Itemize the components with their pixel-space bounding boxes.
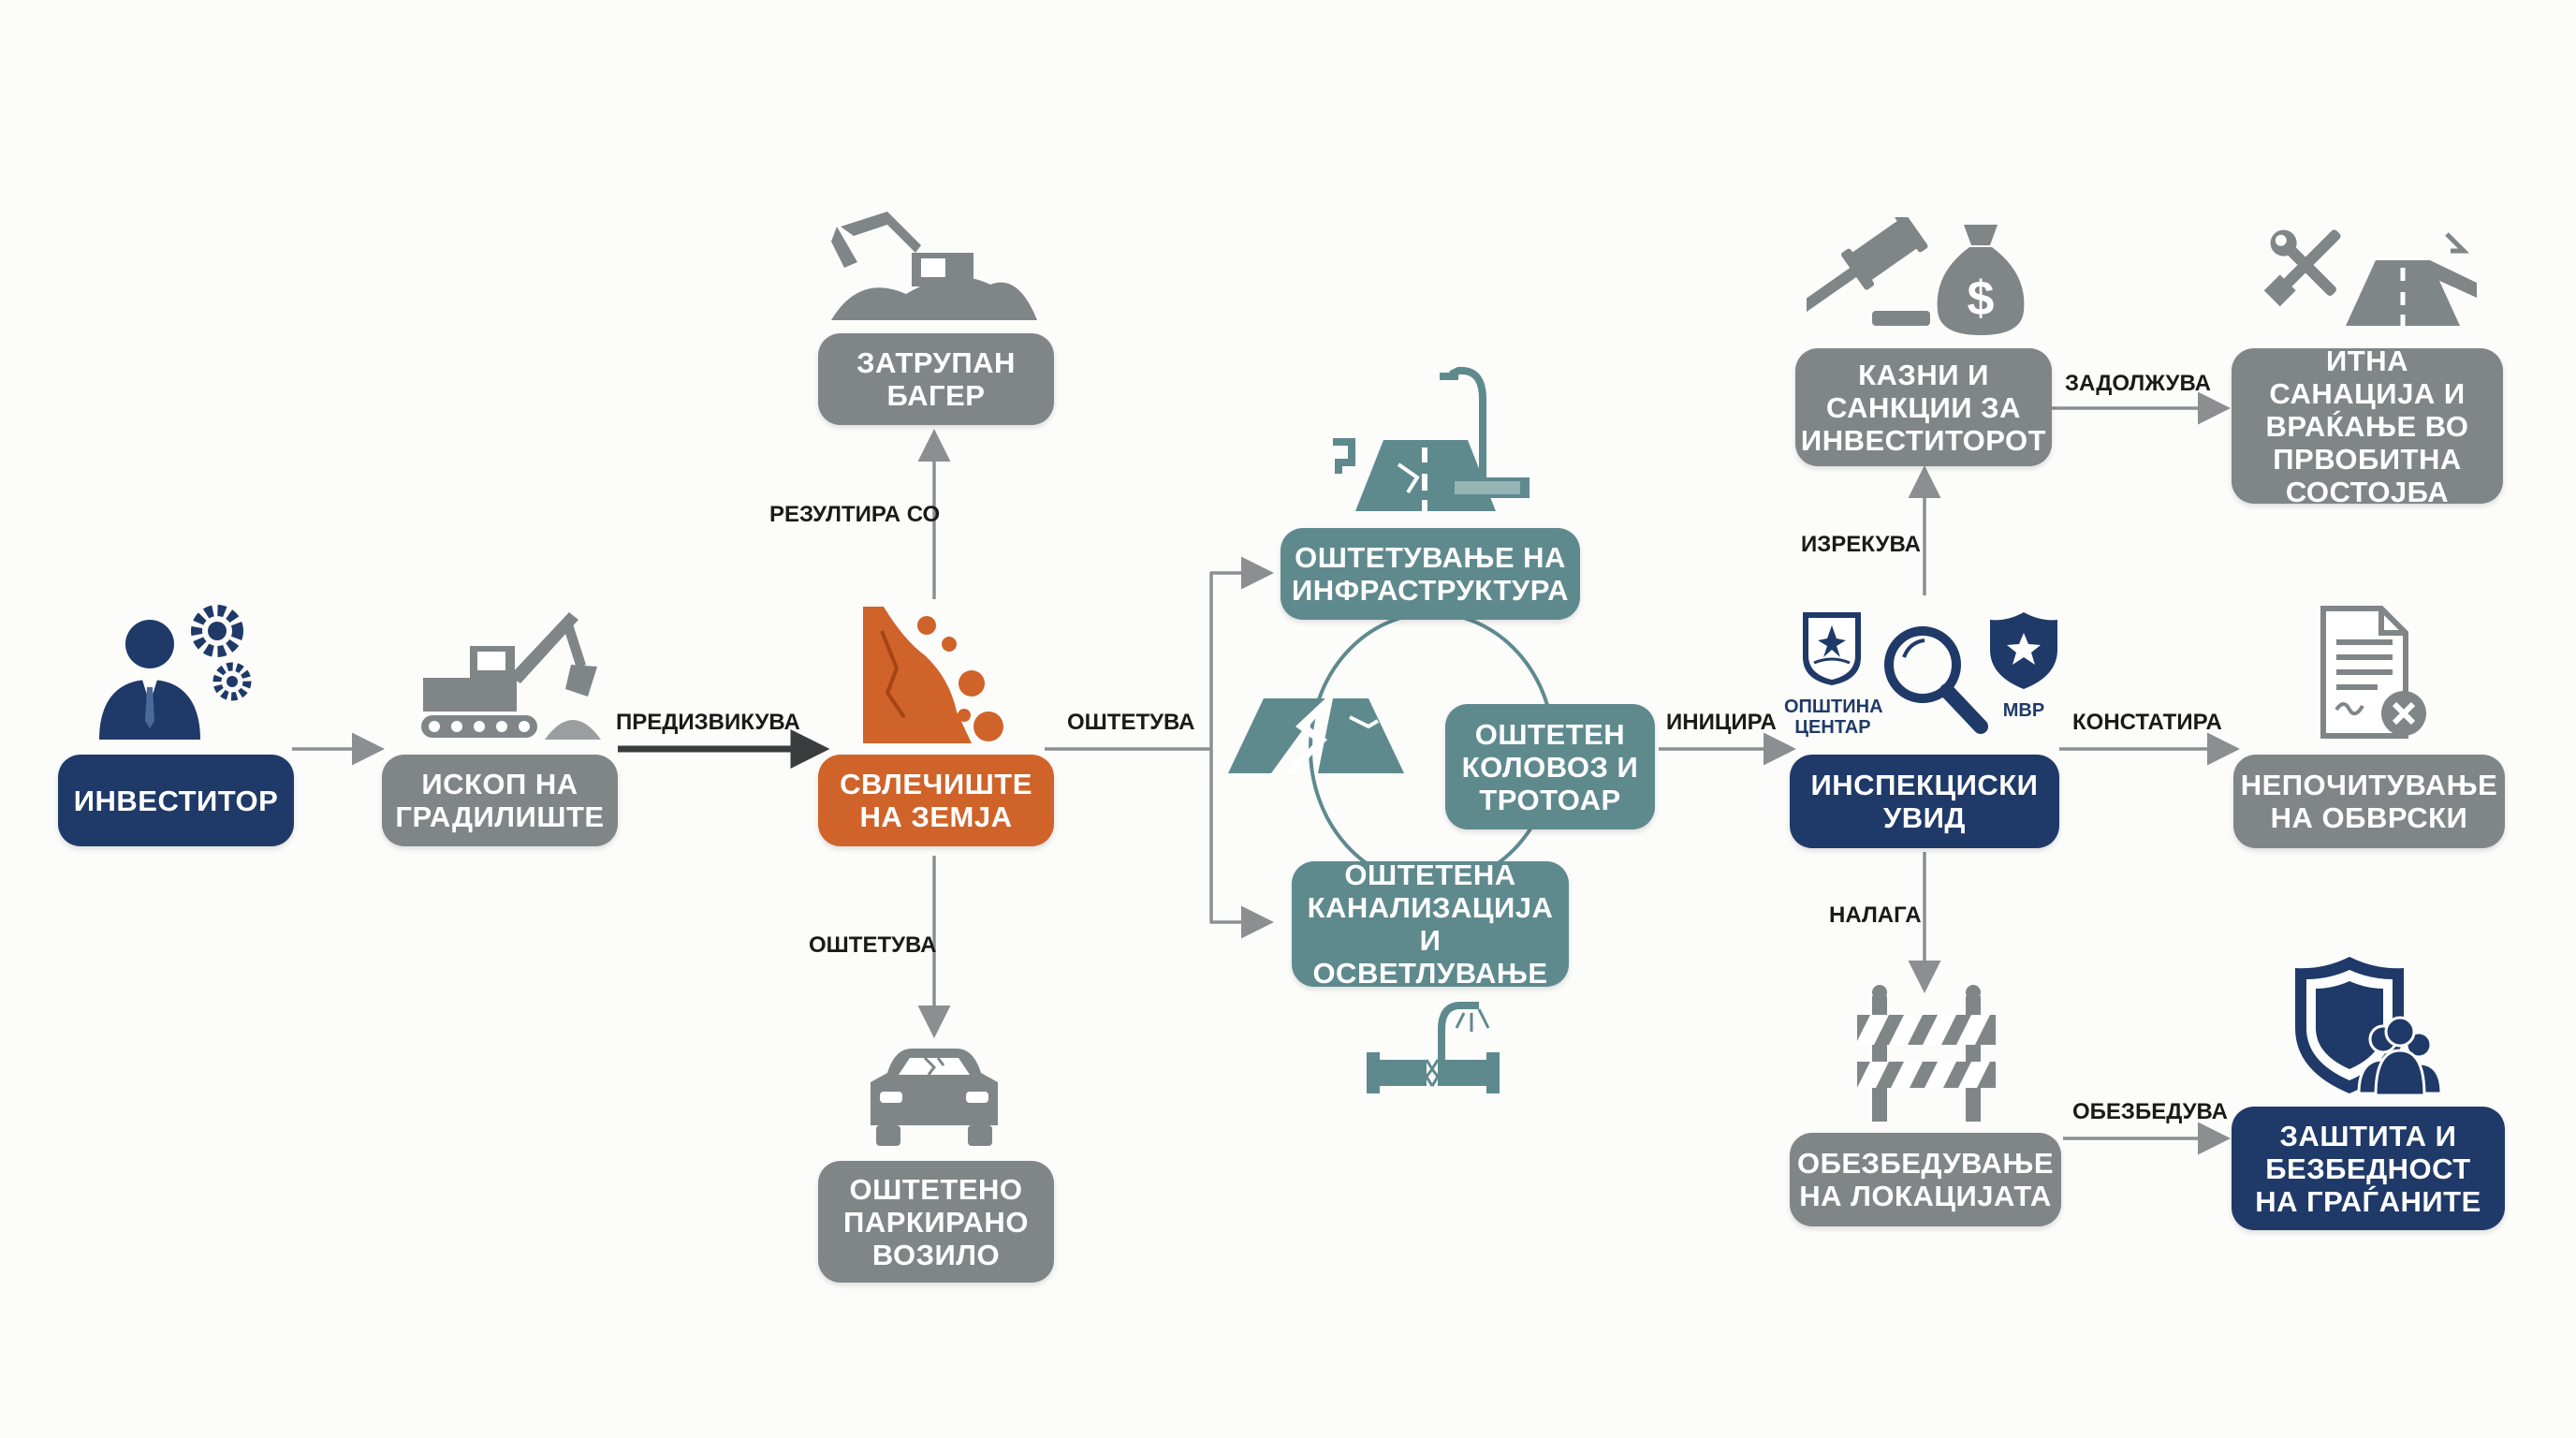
node-buried-excavator: ЗАТРУПАН БАГЕР (818, 333, 1054, 425)
node-inspection: ИНСПЕКЦИСКИ УВИД (1790, 755, 2059, 848)
money-bag-icon: $ (1937, 225, 2025, 335)
cracked-road-icon (1228, 698, 1404, 773)
magnifier-icon (1884, 626, 1988, 734)
edge-label-causes: ПРЕДИЗВИКУВА (616, 710, 800, 735)
node-landslide-label: СВЛЕЧИШТЕ НА ЗЕМЈА (840, 768, 1032, 833)
buried-excavator-icon (831, 212, 1037, 320)
edge-label-obliges: ЗАДОЛЖУВА (2065, 371, 2211, 396)
node-damaged-vehicle-label: ОШТЕТЕНО ПАРКИРАНО ВОЗИЛО (843, 1172, 1029, 1271)
node-securing: ОБЕЗБЕДУВАЊЕ НА ЛОКАЦИЈАТА (1790, 1133, 2061, 1226)
node-fines-label: КАЗНИ И САНКЦИИ ЗА ИНВЕСТИТОРОТ (1800, 358, 2047, 457)
node-inspection-label: ИНСПЕКЦИСКИ УВИД (1810, 769, 2039, 834)
road-streetlight-pipe-icon (1333, 366, 1530, 511)
node-excavation-label: ИСКОП НА ГРАДИЛИШТЕ (395, 768, 605, 833)
police-badge-icon (1990, 612, 2057, 689)
node-landslide: СВЛЕЧИШТЕ НА ЗЕМЈА (818, 755, 1054, 846)
barrier-icon (1855, 985, 1996, 1122)
arrow-branch-up (1209, 556, 1274, 749)
arrow-branch-down (1209, 749, 1274, 939)
node-infrastructure-damage: ОШТЕТУВАЊЕ НА ИНФРАСТРУКТУРА (1281, 528, 1580, 620)
node-infrastructure-damage-label: ОШТЕТУВАЊЕ НА ИНФРАСТРУКТУРА (1291, 541, 1570, 607)
node-fines: КАЗНИ И САНКЦИИ ЗА ИНВЕСТИТОРОТ (1795, 348, 2052, 466)
node-damaged-road: ОШТЕТЕН КОЛОВОЗ И ТРОТОАР (1445, 704, 1655, 829)
edge-label-results-in: РЕЗУЛТИРА СО (769, 502, 941, 527)
edge-label-secures: ОБЕЗБЕДУВА (2072, 1099, 2229, 1124)
edge-label-imposes: ИЗРЕКУВА (1801, 532, 1921, 557)
node-buried-excavator-label: ЗАТРУПАН БАГЕР (856, 346, 1016, 412)
node-protection: ЗАШТИТА И БЕЗБЕДНОСТ НА ГРАЃАНИТЕ (2232, 1107, 2505, 1230)
node-securing-label: ОБЕЗБЕДУВАЊЕ НА ЛОКАЦИЈАТА (1796, 1147, 2055, 1212)
node-damaged-road-label: ОШТЕТЕН КОЛОВОЗ И ТРОТОАР (1461, 717, 1639, 816)
edge-label-damages-down: ОШТЕТУВА (809, 932, 937, 958)
node-excavation: ИСКОП НА ГРАДИЛИШТЕ (382, 755, 618, 846)
shield-people-icon (2295, 957, 2443, 1097)
edge-label-orders: НАЛАГА (1829, 902, 1922, 928)
edge-label-damages-right: ОШТЕТУВА (1067, 710, 1195, 735)
edge-label-initiates: ИНИЦИРА (1666, 710, 1777, 735)
gavel-icon (1807, 217, 1930, 326)
svg-text:$: $ (1968, 271, 1995, 326)
edge-label-finds: КОНСТАТИРА (2072, 710, 2222, 735)
broken-pipe-icon (1367, 1002, 1500, 1093)
node-investor-label: ИНВЕСТИТОР (73, 784, 279, 817)
excavator-icon (421, 612, 601, 740)
document-x-icon (2320, 606, 2426, 739)
municipality-caption: ОПШТИНА ЦЕНТАР (1784, 697, 1883, 738)
node-damaged-vehicle: ОШТЕТЕНО ПАРКИРАНО ВОЗИЛО (818, 1161, 1054, 1283)
node-noncompliance: НЕПОЧИТУВАЊЕ НА ОБВРСКИ (2233, 755, 2505, 848)
landslide-rocks-icon (863, 607, 1003, 743)
node-investor: ИНВЕСТИТОР (58, 755, 294, 846)
node-rehab: ИТНА САНАЦИЈА И ВРАЌАЊЕ ВО ПРВОБИТНА СОС… (2232, 345, 2503, 508)
node-protection-label: ЗАШТИТА И БЕЗБЕДНОСТ НА ГРАЃАНИТЕ (2255, 1119, 2481, 1218)
node-noncompliance-label: НЕПОЧИТУВАЊЕ НА ОБВРСКИ (2240, 769, 2498, 834)
tools-road-icon (2263, 229, 2477, 326)
node-rehab-label: ИТНА САНАЦИЈА И ВРАЌАЊЕ ВО ПРВОБИТНА СОС… (2265, 344, 2469, 508)
municipality-crest-icon (1803, 612, 1861, 685)
damaged-car-icon (871, 1049, 998, 1146)
node-damaged-sewer-label: ОШТЕТЕНА КАНАЛИЗАЦИЈА И ОСВЕТЛУВАЊЕ (1307, 858, 1554, 990)
node-damaged-sewer: ОШТЕТЕНА КАНАЛИЗАЦИЈА И ОСВЕТЛУВАЊЕ (1292, 858, 1569, 990)
police-caption: МВР (2002, 700, 2045, 721)
person-gears-icon (99, 605, 252, 740)
